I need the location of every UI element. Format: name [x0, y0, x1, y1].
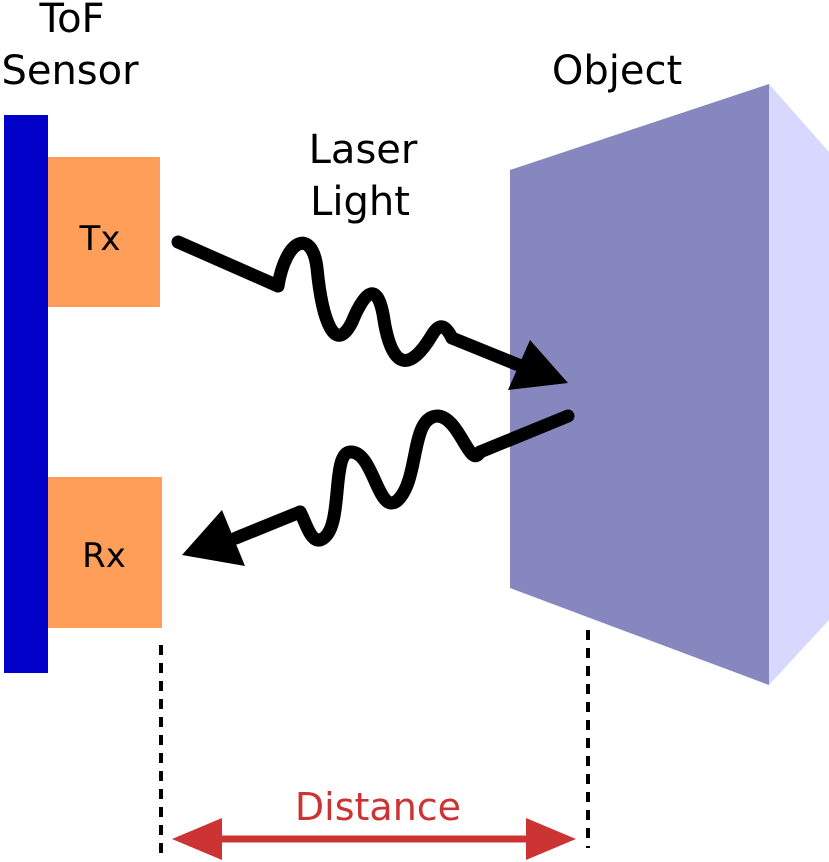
transmitter-rect: [48, 157, 160, 307]
distance-arrowhead-right: [526, 818, 576, 860]
outgoing-beam-wave: [271, 236, 459, 367]
returning-beam: [182, 409, 575, 566]
object-front-face: [510, 84, 769, 685]
transmitter-label: Tx: [79, 219, 121, 259]
laser-label-line1: Laser: [309, 127, 418, 173]
outgoing-beam-tail: [445, 331, 533, 375]
distance-arrowhead-left: [172, 818, 222, 860]
distance-arrow: [172, 818, 576, 860]
receiver-rect: [48, 477, 162, 628]
transmitter-box: Tx: [48, 157, 160, 307]
sensor-title-line1: ToF: [38, 0, 104, 42]
laser-label-line2: Light: [310, 179, 410, 225]
object-label: Object: [552, 48, 682, 94]
receiver-box: Rx: [48, 477, 162, 628]
returning-arrowhead: [182, 510, 245, 566]
object-side-face: [769, 84, 829, 685]
returning-beam-wave: [293, 409, 487, 547]
sensor-bar: [4, 115, 48, 673]
returning-beam-straight: [473, 409, 575, 459]
outgoing-beam: [171, 235, 568, 390]
returning-beam-tail: [229, 505, 307, 545]
distance-label: Distance: [295, 785, 461, 829]
sensor-title-line2: Sensor: [1, 48, 139, 94]
outgoing-arrowhead: [508, 340, 568, 390]
outgoing-beam-straight: [171, 235, 285, 293]
object-block: [510, 84, 829, 685]
receiver-label: Rx: [82, 536, 126, 576]
